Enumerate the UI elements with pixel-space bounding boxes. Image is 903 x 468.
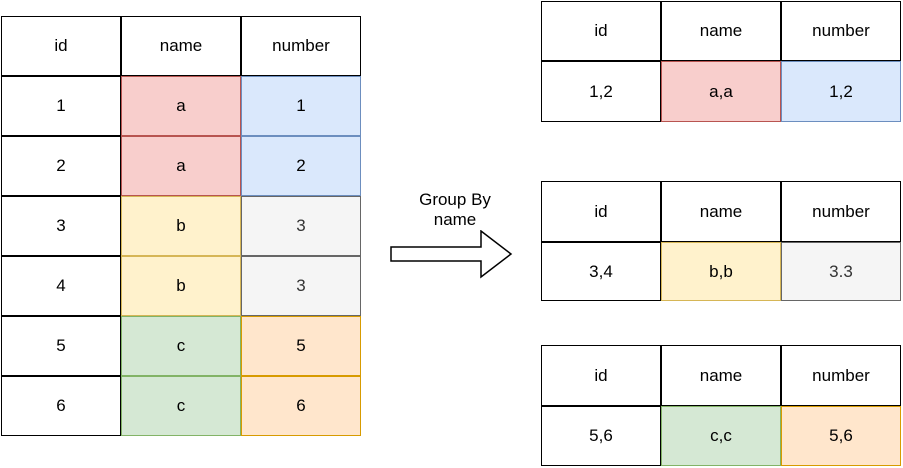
result-header-name: name [661, 1, 781, 61]
source-cell-number: 3 [241, 256, 361, 316]
operation-line-2: name [433, 210, 477, 229]
source-cell-id: 5 [1, 316, 121, 376]
result-cell-number: 5,6 [781, 406, 901, 466]
source-cell-name: b [121, 196, 241, 256]
source-cell-number: 5 [241, 316, 361, 376]
result-header-id: id [541, 1, 661, 61]
source-cell-name: a [121, 76, 241, 136]
source-cell-name: c [121, 376, 241, 436]
source-cell-id: 1 [1, 76, 121, 136]
result-cell-id: 5,6 [541, 406, 661, 466]
result-header-id: id [541, 181, 661, 242]
result-header-name: name [661, 345, 781, 406]
source-cell-id: 6 [1, 376, 121, 436]
source-cell-number: 2 [241, 136, 361, 196]
source-cell-id: 3 [1, 196, 121, 256]
source-cell-number: 1 [241, 76, 361, 136]
result-header-number: number [781, 181, 901, 242]
group-by-label: Group By name [400, 190, 510, 230]
result-header-name: name [661, 181, 781, 242]
right-arrow-icon [390, 230, 513, 279]
operation-line-1: Group By [419, 190, 491, 209]
result-cell-name: b,b [661, 242, 781, 301]
result-cell-number: 3.3 [781, 242, 901, 301]
result-cell-name: c,c [661, 406, 781, 466]
source-header-id: id [1, 16, 121, 76]
result-cell-name: a,a [661, 61, 781, 122]
result-header-number: number [781, 345, 901, 406]
source-cell-id: 4 [1, 256, 121, 316]
source-cell-name: c [121, 316, 241, 376]
result-cell-number: 1,2 [781, 61, 901, 122]
source-header-name: name [121, 16, 241, 76]
source-cell-name: b [121, 256, 241, 316]
result-header-number: number [781, 1, 901, 61]
source-cell-number: 6 [241, 376, 361, 436]
source-header-number: number [241, 16, 361, 76]
result-header-id: id [541, 345, 661, 406]
result-cell-id: 1,2 [541, 61, 661, 122]
source-cell-name: a [121, 136, 241, 196]
result-cell-id: 3,4 [541, 242, 661, 301]
source-cell-id: 2 [1, 136, 121, 196]
source-cell-number: 3 [241, 196, 361, 256]
